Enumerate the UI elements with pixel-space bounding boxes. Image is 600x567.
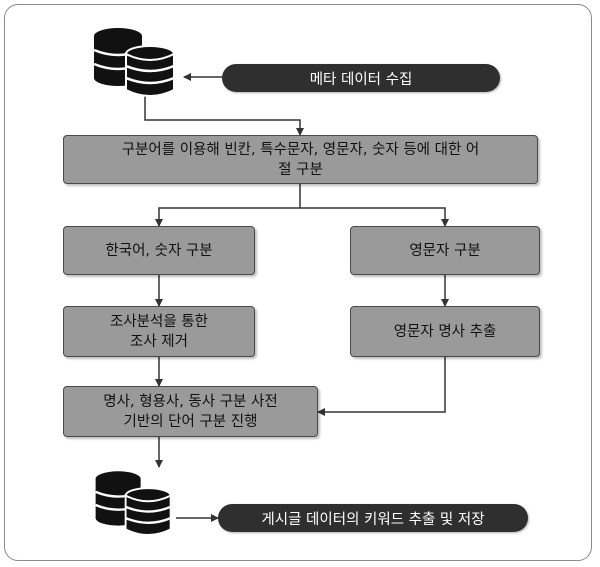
database-icon — [93, 28, 175, 97]
output-pill: 게시글 데이터의 키워드 추출 및 저장 — [218, 504, 528, 532]
english-noun-extraction-step: 영문자 명사 추출 — [350, 306, 540, 357]
database-icon — [95, 471, 172, 536]
korean-number-split-step: 한국어, 숫자 구분 — [63, 226, 255, 275]
english-split-step: 영문자 구분 — [350, 226, 540, 275]
arrow-noun-to-dict — [317, 357, 446, 416]
input-pill: 메타 데이터 수집 — [222, 64, 500, 92]
arrow-db-to-split — [144, 96, 304, 136]
josa-removal-step: 조사분석을 통한 조사 제거 — [63, 306, 255, 357]
arrow-split-to-english — [300, 207, 449, 227]
arrow-split-to-korean — [155, 184, 301, 227]
dictionary-word-split-step: 명사, 형용사, 동사 구분 사전 기반의 단어 구분 진행 — [63, 386, 318, 437]
diagram-frame — [4, 4, 592, 561]
word-split-step: 구분어를 이용해 빈칸, 특수문자, 영문자, 숫자 등에 대한 어 절 구분 — [63, 135, 538, 184]
